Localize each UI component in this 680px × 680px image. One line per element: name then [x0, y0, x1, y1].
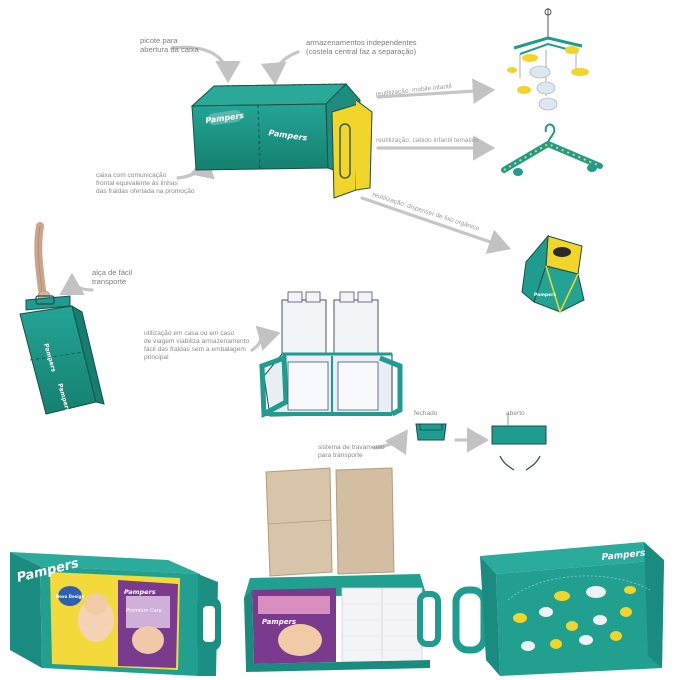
open-tray-sketch	[259, 291, 403, 419]
hanger-sketch	[501, 123, 603, 176]
label-fechado: fechado	[414, 410, 438, 417]
lock-closed	[415, 423, 447, 441]
photo3-logo: Pampers	[601, 548, 646, 563]
label-armazenamentos: armazenamentos independentes (costela ce…	[306, 38, 417, 56]
photo-closed-box-front: Novo Design Pampers Pampers Premium Care	[10, 552, 221, 676]
arrow-travamento	[373, 429, 408, 456]
arrow-alca	[59, 272, 94, 296]
label-caixa: caixa com comunicação frontal equivalent…	[96, 172, 195, 195]
main-box-sketch: Pampers Pampers	[190, 83, 373, 199]
annotation-arrows	[59, 45, 512, 456]
photo1-pack-logo: Pampers	[124, 588, 156, 596]
arrow-armazenamentos	[260, 50, 300, 86]
label-dispenser: reutilização: dispenser de lixo orgânico	[371, 191, 480, 232]
dispenser-sketch: Pampers	[521, 234, 585, 313]
carrying-box-sketch: Pampers Pampers	[19, 222, 105, 415]
label-cabide: reutilização: cabido infantil temático	[376, 137, 479, 144]
photo1-badge: Novo Design	[56, 594, 84, 599]
arrow-utilizacao	[250, 325, 281, 352]
label-picote: picote para abertura da caixa	[140, 36, 199, 54]
label-utilizacao: utilização em casa ou em caso de viagem …	[144, 330, 250, 361]
arrow-picote	[170, 45, 241, 84]
dispenser-logo: Pampers	[534, 292, 556, 298]
photo-open-box: Pampers	[244, 467, 441, 672]
arrow-mobile	[376, 78, 496, 104]
lock-open	[491, 414, 547, 471]
photo1-product: Premium Care	[126, 608, 162, 614]
label-travamento: sistema de travamento para transporte	[318, 444, 385, 459]
label-alca: alça de fácil transporte	[92, 268, 133, 286]
arrow-dispenser	[360, 196, 512, 254]
mobile-sketch	[507, 8, 589, 111]
photo2-pack-logo: Pampers	[262, 618, 296, 626]
label-aberto: aberto	[506, 410, 525, 417]
photo-closed-box-back: Pampers	[452, 542, 664, 676]
